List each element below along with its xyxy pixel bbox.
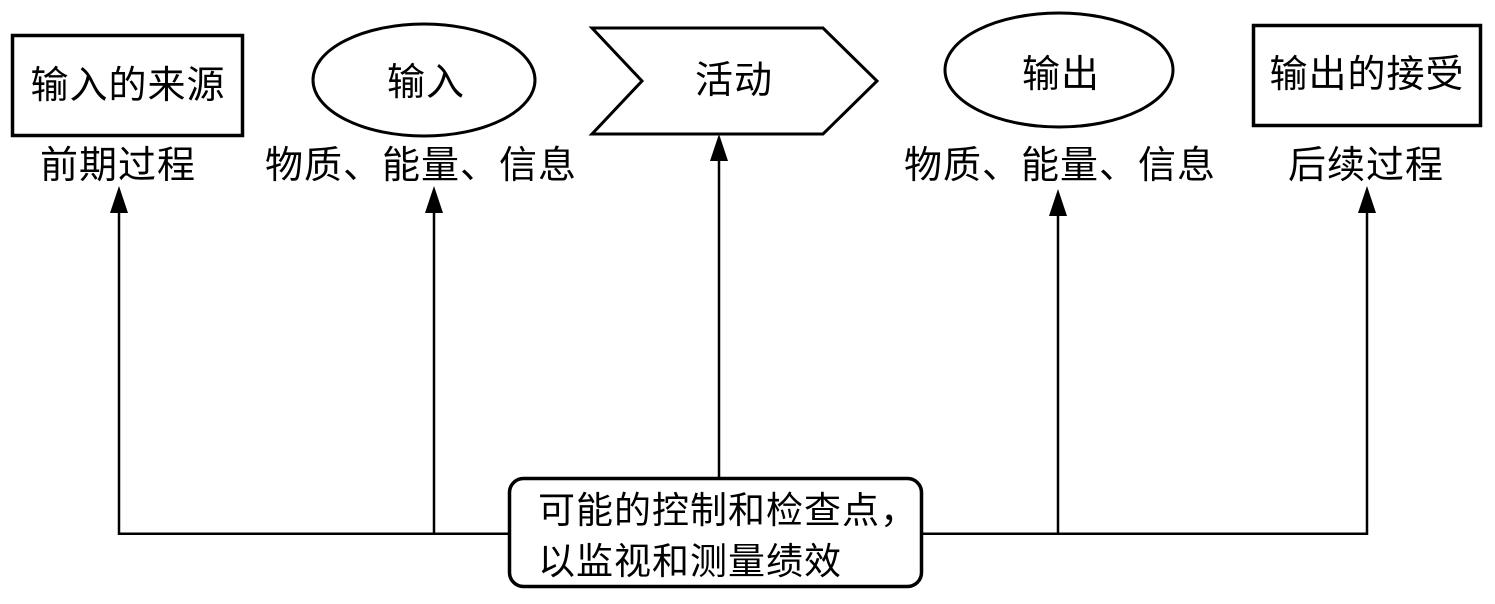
input-materials-sublabel: 物质、能量、信息 (264, 145, 578, 187)
output-receiver-label: 输出的接受 (1269, 54, 1465, 96)
input-label: 输入 (386, 62, 466, 104)
prior-process-sublabel: 前期过程 (39, 145, 197, 187)
control-note-line2: 以监视和测量绩效 (538, 542, 842, 583)
output-materials-sublabel: 物质、能量、信息 (903, 145, 1217, 187)
subsequent-process-sublabel: 后续过程 (1287, 145, 1445, 187)
control-note-box (507, 476, 924, 589)
output-ellipse (943, 11, 1175, 129)
arrowhead-input-icon (425, 186, 443, 213)
input-source-label: 输入的来源 (30, 65, 226, 107)
output-label: 输出 (1021, 54, 1101, 96)
arrowhead-subsequent-process-icon (1358, 186, 1376, 213)
activity-label: 活动 (694, 60, 774, 102)
arrowhead-activity-icon (710, 134, 728, 161)
control-note-text: 可能的控制和检查点， 以监视和测量绩效 (538, 486, 918, 588)
output-receiver-rectangle (1251, 23, 1483, 128)
arrowhead-output-icon (1049, 189, 1067, 216)
arrowhead-prior-process-icon (110, 186, 128, 213)
control-note-line1: 可能的控制和检查点， (538, 491, 918, 532)
input-source-rectangle (10, 33, 245, 138)
input-ellipse (311, 22, 537, 138)
activity-chevron (588, 26, 880, 136)
